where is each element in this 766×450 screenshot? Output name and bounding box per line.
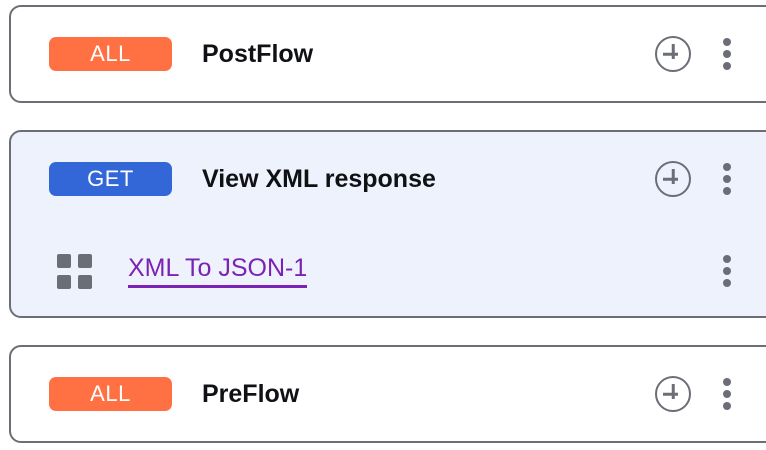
flow-title: PostFlow [202, 39, 314, 68]
row-actions [655, 7, 739, 101]
method-badge-all: ALL [49, 37, 172, 71]
kebab-menu-icon[interactable] [715, 378, 739, 410]
plus-circle-icon[interactable] [655, 376, 691, 412]
row-actions [655, 132, 739, 226]
policy-row[interactable]: XML To JSON-1 [11, 226, 766, 316]
kebab-menu-icon[interactable] [715, 255, 739, 287]
flow-title: PreFlow [202, 379, 300, 408]
kebab-menu-icon[interactable] [715, 38, 739, 70]
method-badge-all: ALL [49, 377, 172, 411]
flow-row[interactable]: ALL PreFlow [11, 347, 766, 441]
grid-policy-icon [57, 253, 92, 289]
method-badge-get: GET [49, 162, 172, 196]
flow-card-postflow[interactable]: ALL PostFlow [9, 5, 766, 103]
flow-title: View XML response [202, 164, 436, 193]
flow-card-view-xml-response[interactable]: GET View XML response XML To JSON-1 [9, 130, 766, 318]
flow-row[interactable]: GET View XML response [11, 132, 766, 226]
flow-card-preflow[interactable]: ALL PreFlow [9, 345, 766, 443]
row-actions [715, 226, 739, 316]
row-actions [655, 347, 739, 441]
flow-row[interactable]: ALL PostFlow [11, 7, 766, 101]
plus-circle-icon[interactable] [655, 36, 691, 72]
policy-link-xml-to-json-1[interactable]: XML To JSON-1 [128, 254, 308, 288]
kebab-menu-icon[interactable] [715, 163, 739, 195]
plus-circle-icon[interactable] [655, 161, 691, 197]
